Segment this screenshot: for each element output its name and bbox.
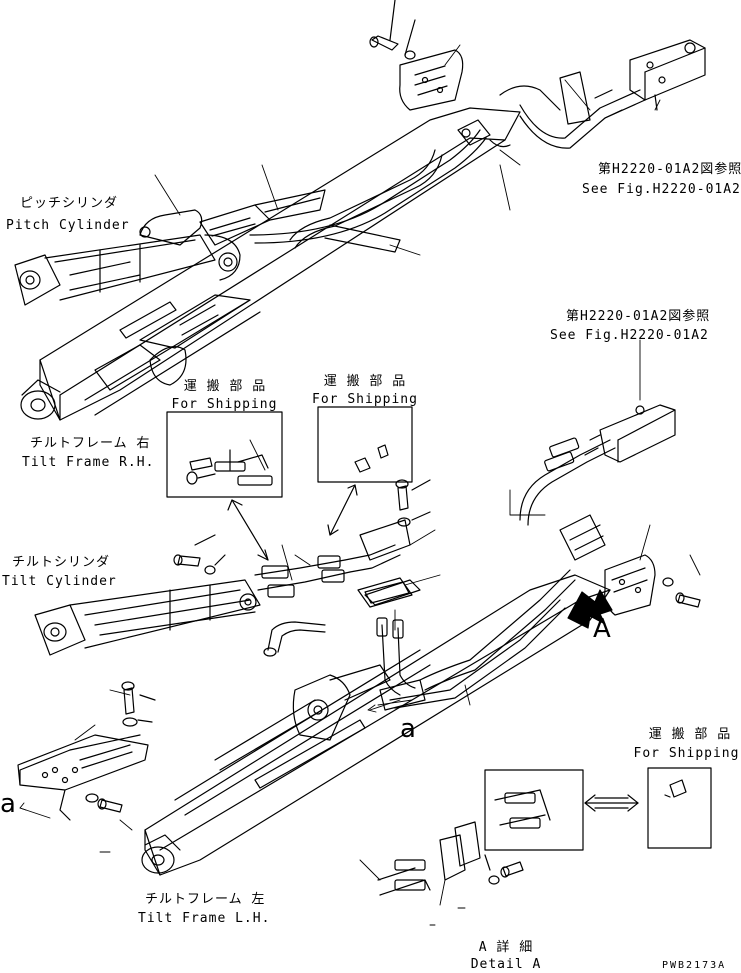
shipping-2-label-en: For Shipping	[312, 392, 418, 407]
pitch-cylinder-label-en: Pitch Cylinder	[6, 218, 130, 233]
view-arrow-a	[567, 589, 613, 629]
tilt-frame-lh-label-jp: チルトフレーム 左	[145, 892, 266, 907]
detail-a-label-en: Detail A	[470, 957, 542, 972]
shipping-3-label-jp: 運 搬 部 品	[648, 727, 732, 742]
detail-a-label-jp: A 詳 細	[478, 940, 534, 955]
cover-plate-top	[399, 49, 464, 111]
reference-mid-label-en: See Fig.H2220-01A2	[550, 328, 709, 343]
shipping-box-3	[647, 767, 712, 849]
tilt-cylinder	[34, 579, 261, 656]
shipping-box-1	[166, 411, 283, 498]
reference-mid-label-jp: 第H2220-01A2図参照	[566, 309, 711, 324]
pitch-bracket	[139, 189, 326, 246]
bolt-top	[369, 0, 416, 60]
tilt-frame-rh-label-jp: チルトフレーム 右	[30, 436, 151, 451]
tilt-frame-lh-label-en: Tilt Frame L.H.	[138, 911, 271, 926]
vertical-hoses	[376, 617, 426, 711]
shipping-3-label-en: For Shipping	[633, 746, 740, 761]
tilt-frame-rh-label-en: Tilt Frame R.H.	[22, 455, 155, 470]
tilt-cylinder-label-jp: チルトシリンダ	[12, 555, 111, 570]
bolt-lower-left	[121, 681, 156, 727]
pitch-cylinder-label-jp: ピッチシリンダ	[20, 196, 119, 211]
shipping-1-label-en: For Shipping	[171, 397, 278, 412]
bolt-tilt	[173, 534, 226, 575]
detail-a-box	[377, 769, 584, 896]
drawing-number: PWB2173A	[662, 960, 727, 971]
pitch-cylinder	[14, 234, 241, 306]
shipping-2-label-jp: 運 搬 部 品	[323, 374, 407, 389]
lower-left-bracket	[17, 734, 149, 821]
upper-hoses	[249, 71, 646, 253]
leader-lines	[19, 44, 701, 926]
reference-top-label-jp: 第H2220-01A2図参照	[598, 162, 741, 177]
view-small-a-label-left: a	[0, 789, 16, 819]
bolt-middle	[395, 479, 431, 527]
view-small-a-label-right: a	[400, 714, 416, 744]
shipping-1-label-jp: 運 搬 部 品	[183, 379, 267, 394]
double-arrows	[227, 484, 639, 812]
shipping-box-2	[317, 406, 413, 483]
reference-top-label-en: See Fig.H2220-01A2	[582, 182, 741, 197]
gasket	[357, 577, 413, 608]
pitch-block-lower	[292, 664, 391, 741]
lower-hoses	[389, 437, 616, 709]
valve-lower	[584, 404, 676, 463]
tilt-hoses	[254, 519, 421, 606]
cover-plate-right	[604, 554, 701, 616]
valve-top	[629, 39, 706, 111]
tilt-cylinder-label-en: Tilt Cylinder	[2, 574, 117, 589]
view-a-label: A	[593, 614, 611, 644]
tilt-frame-rh	[20, 107, 521, 421]
elbow-hose	[263, 621, 326, 657]
